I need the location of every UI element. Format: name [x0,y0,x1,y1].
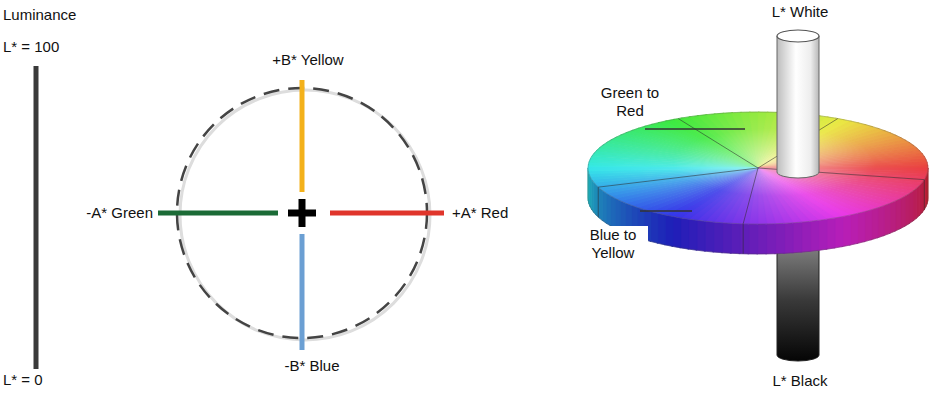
luminance-bar [34,66,39,369]
segment-divider [678,119,758,168]
origin-cross [299,199,306,227]
pole-label: L* White [772,3,829,21]
segment-divider [743,168,758,224]
scale-value: L* = 0 [3,371,43,389]
scale-value: L* = 100 [3,38,59,56]
callout-label: Green to Red [596,84,664,120]
segment-divider [598,168,758,187]
white-column-top [777,30,819,42]
segment-divider [598,187,599,217]
leader-line [640,210,692,212]
red-axis [330,211,444,216]
green-axis [158,211,278,216]
segment-divider [743,224,744,254]
disk-rim [588,112,928,224]
disk-side [924,177,926,210]
yellow-axis [300,80,305,192]
axis-label: +B* Yellow [272,51,343,69]
black-column [777,238,819,361]
white-column [777,36,819,178]
axis-label: +A* Red [452,204,508,222]
axis-title: Luminance [3,6,76,24]
axis-label: -A* Green [86,204,153,222]
callout-label: Blue to Yellow [578,226,648,262]
disk-highlight [588,112,928,224]
pole-label: L* Black [772,372,827,390]
leader-line [645,128,745,130]
segment-divider [924,180,925,210]
blue-axis [300,234,305,350]
axis-label: -B* Blue [284,357,339,375]
